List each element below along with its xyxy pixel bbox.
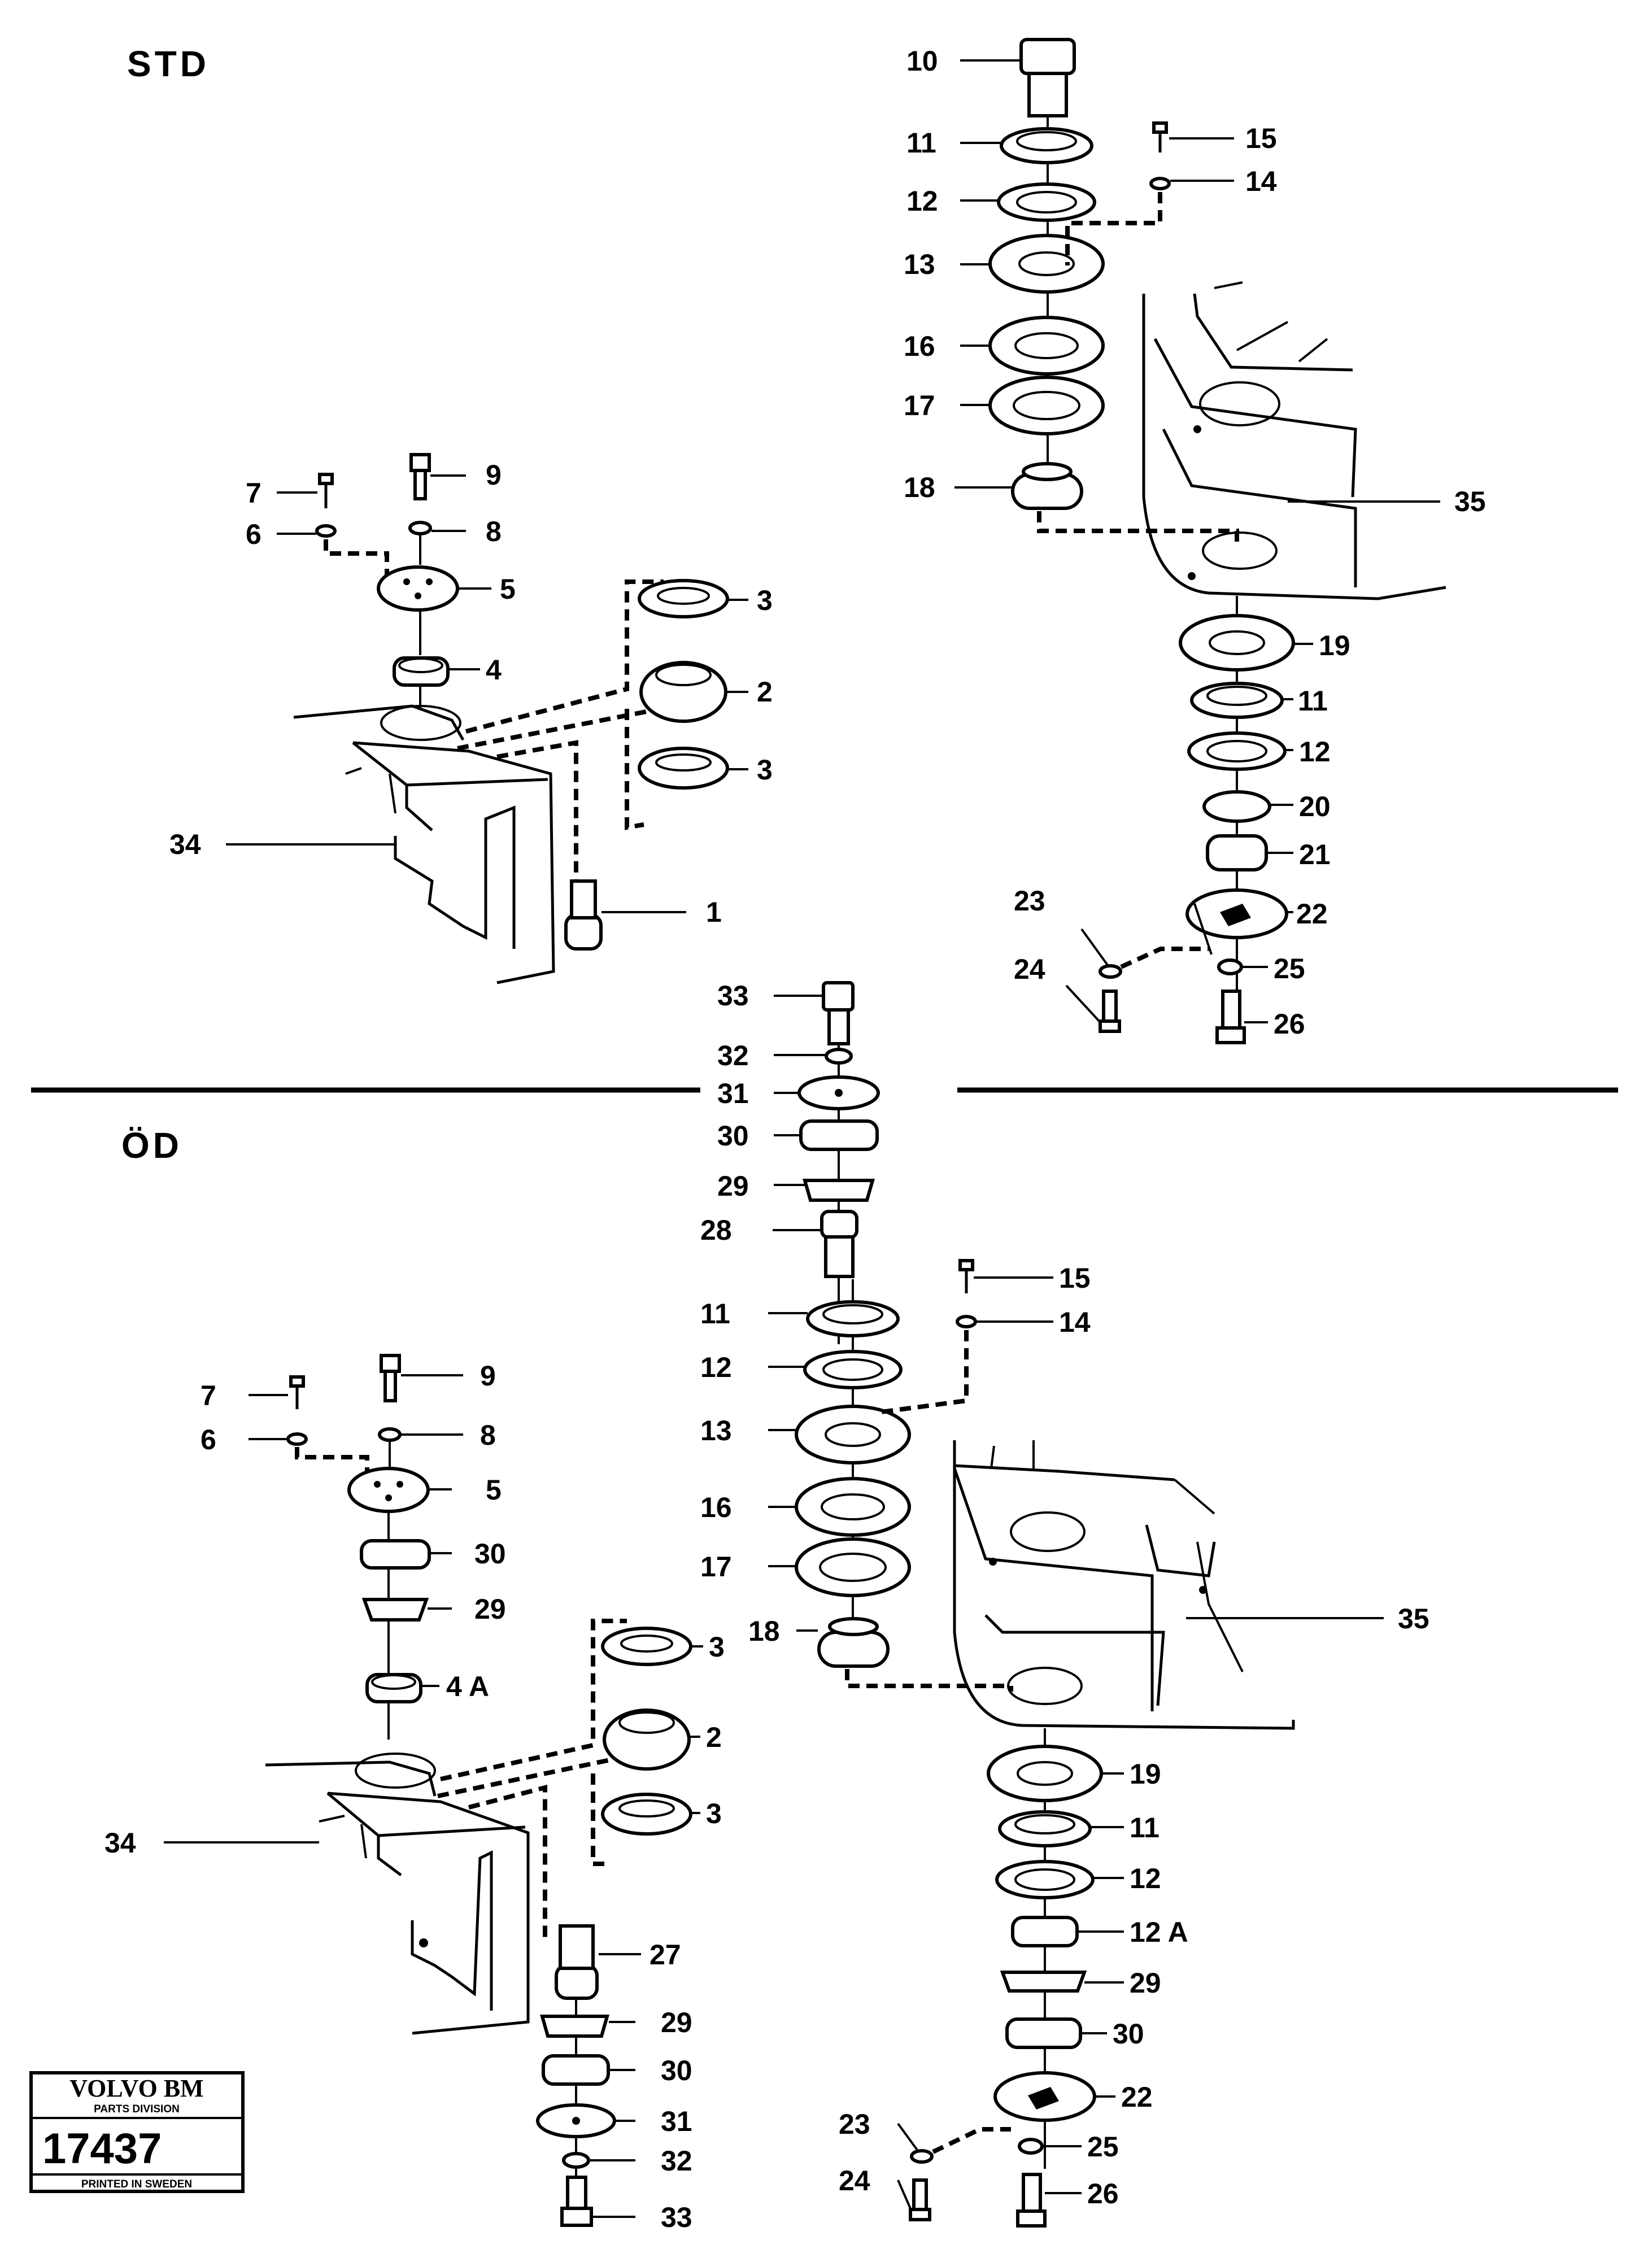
section-title-od: ÖD	[121, 1125, 182, 1166]
callout-od-18: 24	[839, 2165, 870, 2196]
section-title-std: STD	[127, 43, 210, 84]
callout-od-25: 30	[474, 1538, 506, 1570]
callout-od-4: 17	[700, 1551, 732, 1583]
callout-od-17: 25	[1087, 2131, 1119, 2163]
callout-std-0: 10	[906, 45, 938, 77]
callout-mid-4: 29	[717, 1170, 749, 1202]
callout-std-12: 12	[1299, 736, 1331, 768]
stamp-brand: VOLVO BM	[69, 2074, 203, 2102]
callout-od-36: 32	[661, 2145, 692, 2177]
callout-od-26: 29	[474, 1593, 506, 1625]
callout-od-1: 12	[700, 1352, 732, 1383]
callout-std-18: 24	[1014, 953, 1045, 985]
callout-std-9: 35	[1454, 486, 1486, 517]
callout-std-22: 6	[246, 518, 261, 550]
callout-std-25: 4	[486, 654, 502, 686]
callout-od-11: 12	[1130, 1863, 1161, 1894]
callout-std-20: 7	[246, 477, 261, 509]
od-left-assembly	[265, 1354, 692, 2227]
callout-od-33: 29	[661, 2007, 692, 2038]
callout-od-37: 33	[661, 2202, 692, 2233]
callout-od-29: 2	[706, 1721, 722, 1753]
callout-std-29: 34	[169, 829, 201, 860]
callout-od-15: 22	[1121, 2081, 1153, 2113]
middle-leaders	[773, 995, 826, 1231]
callout-od-20: 7	[200, 1380, 216, 1411]
std-right-assembly	[988, 38, 1446, 1044]
callout-std-13: 20	[1299, 791, 1331, 822]
stamp-number: 17437	[42, 2125, 162, 2173]
callout-std-14: 21	[1299, 839, 1331, 870]
callout-od-28: 3	[709, 1631, 725, 1663]
std-left-leaders	[226, 474, 748, 913]
callout-od-24: 5	[486, 1474, 502, 1506]
callout-std-27: 2	[757, 676, 773, 708]
od-right-leaders	[768, 1276, 1384, 2212]
callout-std-7: 15	[1245, 123, 1277, 154]
callout-std-21: 9	[486, 459, 502, 491]
stamp-division: PARTS DIVISION	[94, 2103, 180, 2115]
callout-mid-3: 30	[717, 1120, 749, 1152]
std-left-assembly	[293, 453, 729, 984]
callout-std-19: 26	[1274, 1008, 1305, 1040]
callout-std-26: 3	[757, 585, 773, 616]
callout-od-16: 23	[839, 2108, 870, 2140]
callout-mid-0: 33	[717, 980, 749, 1012]
od-left-leaders	[164, 1374, 703, 2218]
callout-mid-5: 28	[700, 1214, 732, 1246]
callout-od-34: 30	[661, 2055, 692, 2086]
callout-od-14: 30	[1113, 2018, 1144, 2050]
callout-od-21: 9	[480, 1360, 496, 1392]
callout-od-32: 27	[650, 1939, 681, 1971]
callout-od-19: 26	[1087, 2178, 1119, 2209]
callout-od-8: 35	[1398, 1603, 1429, 1635]
callout-std-1: 11	[906, 127, 936, 159]
stamp-footer: PRINTED IN SWEDEN	[81, 2178, 192, 2190]
od-right-assembly	[795, 1259, 1295, 2228]
callout-std-23: 8	[486, 516, 502, 547]
callout-numbers: 1011121316171815143519111220212223252426…	[104, 45, 1486, 2233]
callout-std-28: 3	[757, 754, 773, 786]
callout-std-30: 1	[706, 896, 722, 928]
callout-std-24: 5	[500, 573, 516, 605]
callout-mid-1: 32	[717, 1040, 749, 1071]
callout-std-6: 18	[904, 472, 935, 503]
callout-std-5: 17	[904, 390, 935, 421]
callout-od-0: 11	[700, 1298, 730, 1330]
callout-od-9: 19	[1130, 1758, 1161, 1790]
callout-od-27: 4 A	[446, 1671, 489, 1702]
callout-od-12: 12 A	[1130, 1916, 1188, 1948]
callout-std-11: 11	[1298, 685, 1328, 717]
callout-std-2: 12	[906, 185, 938, 217]
callout-od-2: 13	[700, 1415, 732, 1446]
callout-std-4: 16	[904, 330, 935, 362]
volvo-bm-stamp: VOLVO BM PARTS DIVISION 17437 PRINTED IN…	[29, 2071, 245, 2193]
callout-mid-2: 31	[717, 1078, 749, 1109]
callout-od-31: 34	[104, 1827, 136, 1859]
callout-od-13: 29	[1130, 1967, 1161, 1999]
callout-od-30: 3	[706, 1798, 722, 1829]
callout-std-17: 25	[1274, 953, 1305, 984]
callout-od-35: 31	[661, 2106, 692, 2137]
callout-std-15: 22	[1296, 898, 1328, 930]
callout-std-3: 13	[904, 249, 935, 280]
callout-od-7: 14	[1059, 1306, 1091, 1338]
callout-od-3: 16	[700, 1492, 732, 1523]
middle-stack	[797, 981, 880, 1344]
callout-od-5: 18	[748, 1615, 780, 1647]
callout-od-6: 15	[1059, 1262, 1091, 1294]
std-right-leaders	[954, 59, 1440, 1023]
callout-od-10: 11	[1130, 1812, 1160, 1843]
callout-od-23: 8	[480, 1419, 496, 1451]
callout-od-22: 6	[200, 1424, 216, 1455]
callout-std-8: 14	[1245, 165, 1277, 197]
callout-std-16: 23	[1014, 885, 1045, 917]
callout-std-10: 19	[1319, 630, 1350, 661]
